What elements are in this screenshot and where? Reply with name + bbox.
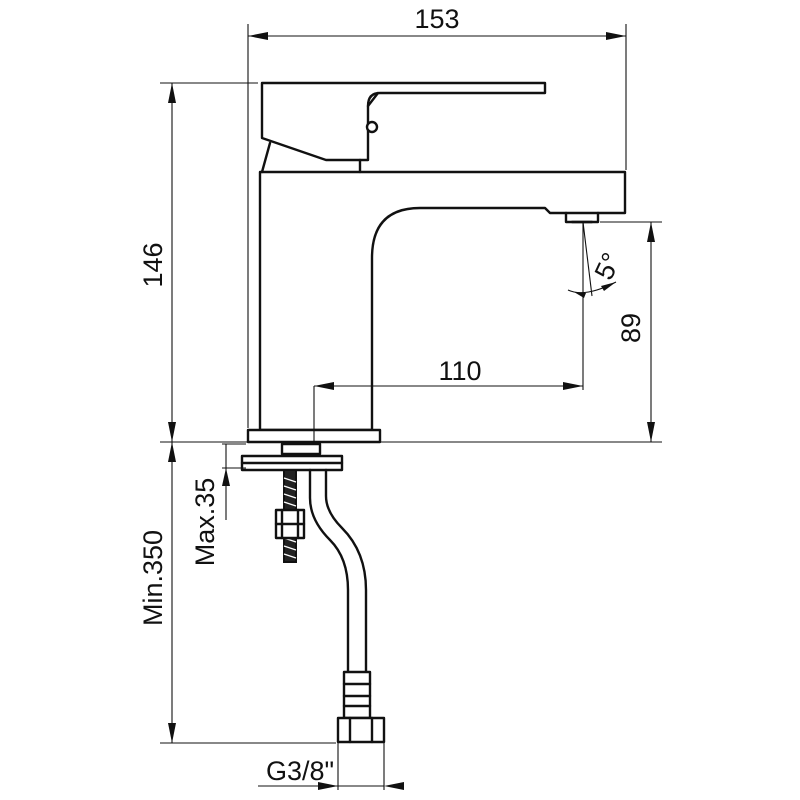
label-spout-angle: 5° <box>589 248 627 284</box>
label-spout-height: 89 <box>616 313 646 343</box>
label-thread-size: G3/8" <box>266 756 334 786</box>
fixing-washer <box>280 442 322 456</box>
handle-lever-edge <box>366 91 380 108</box>
body-outline <box>258 170 627 432</box>
handle-lever <box>260 81 547 162</box>
dim-line-angle <box>582 221 593 297</box>
mounting-assembly <box>240 442 386 744</box>
label-hose-length: Min.350 <box>138 530 168 626</box>
handle-pivot <box>365 120 379 134</box>
label-spout-reach: 110 <box>438 356 481 386</box>
connector-nut <box>336 716 386 744</box>
handle-neck <box>260 141 362 174</box>
flexible-hose <box>308 468 350 674</box>
aerator <box>564 211 600 224</box>
label-total-height: 146 <box>138 242 168 287</box>
label-total-width: 153 <box>414 4 459 34</box>
label-max-thickness: Max.35 <box>190 478 220 567</box>
dimension-lines <box>160 24 662 790</box>
